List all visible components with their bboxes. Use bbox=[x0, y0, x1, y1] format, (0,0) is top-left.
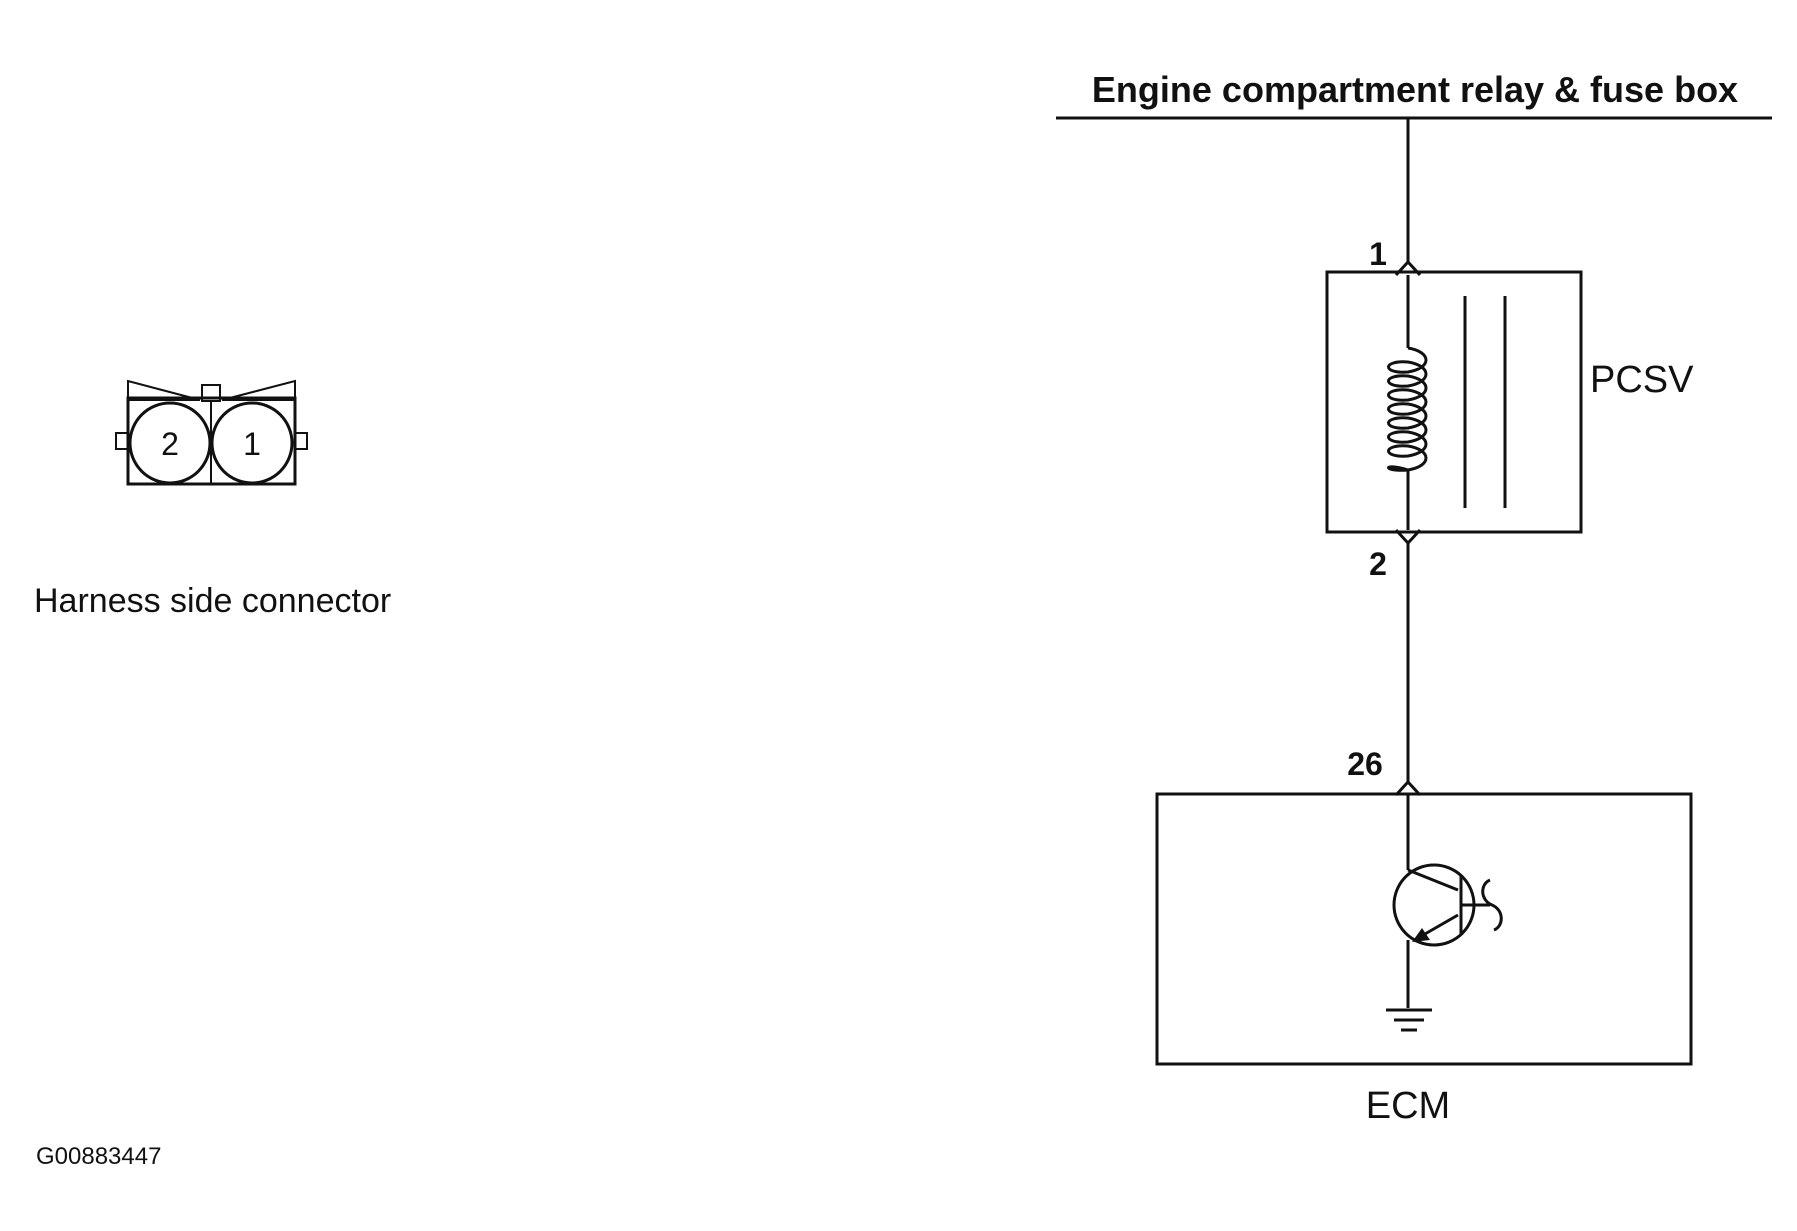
connector-pin-1 bbox=[210, 401, 294, 485]
ecm-pin-26-terminal bbox=[1394, 779, 1422, 797]
connector-latch-right bbox=[221, 379, 296, 401]
ecm-component: 26 ECM bbox=[1155, 746, 1693, 1127]
ecm-transistor bbox=[1392, 795, 1503, 1008]
ecm-pin-26-label: 26 bbox=[1347, 746, 1383, 782]
transistor-collector bbox=[1407, 868, 1459, 892]
ecm-box bbox=[1155, 792, 1693, 1066]
harness-connector: 2 1 bbox=[115, 379, 308, 486]
transistor-emitter-arrow bbox=[1412, 928, 1430, 942]
pcsv-box bbox=[1325, 270, 1583, 534]
connector-pin-2-label: 2 bbox=[161, 426, 179, 462]
pcsv-pin-1-label: 1 bbox=[1369, 236, 1387, 272]
connector-pin-2 bbox=[128, 401, 212, 485]
transistor-signal-wave bbox=[1481, 878, 1503, 932]
pcsv-label: PCSV bbox=[1590, 359, 1694, 401]
pcsv-coil bbox=[1387, 346, 1428, 472]
ecm-label: ECM bbox=[1366, 1085, 1450, 1127]
connector-tab-left bbox=[115, 432, 129, 450]
connector-latch-left bbox=[127, 379, 201, 401]
power-source-label: Engine compartment relay & fuse box bbox=[1092, 69, 1738, 110]
pcsv-pin-1-terminal bbox=[1394, 259, 1422, 277]
connector-pin-1-label: 1 bbox=[243, 426, 261, 462]
connector-tab-right bbox=[294, 432, 308, 450]
pcsv-component: 1 2 PCSV bbox=[1325, 236, 1694, 582]
ground-icon bbox=[1386, 1008, 1432, 1032]
figure-id: G00883447 bbox=[36, 1143, 161, 1170]
connector-caption: Harness side connector bbox=[34, 582, 391, 620]
pcsv-pin-2-label: 2 bbox=[1369, 546, 1387, 582]
